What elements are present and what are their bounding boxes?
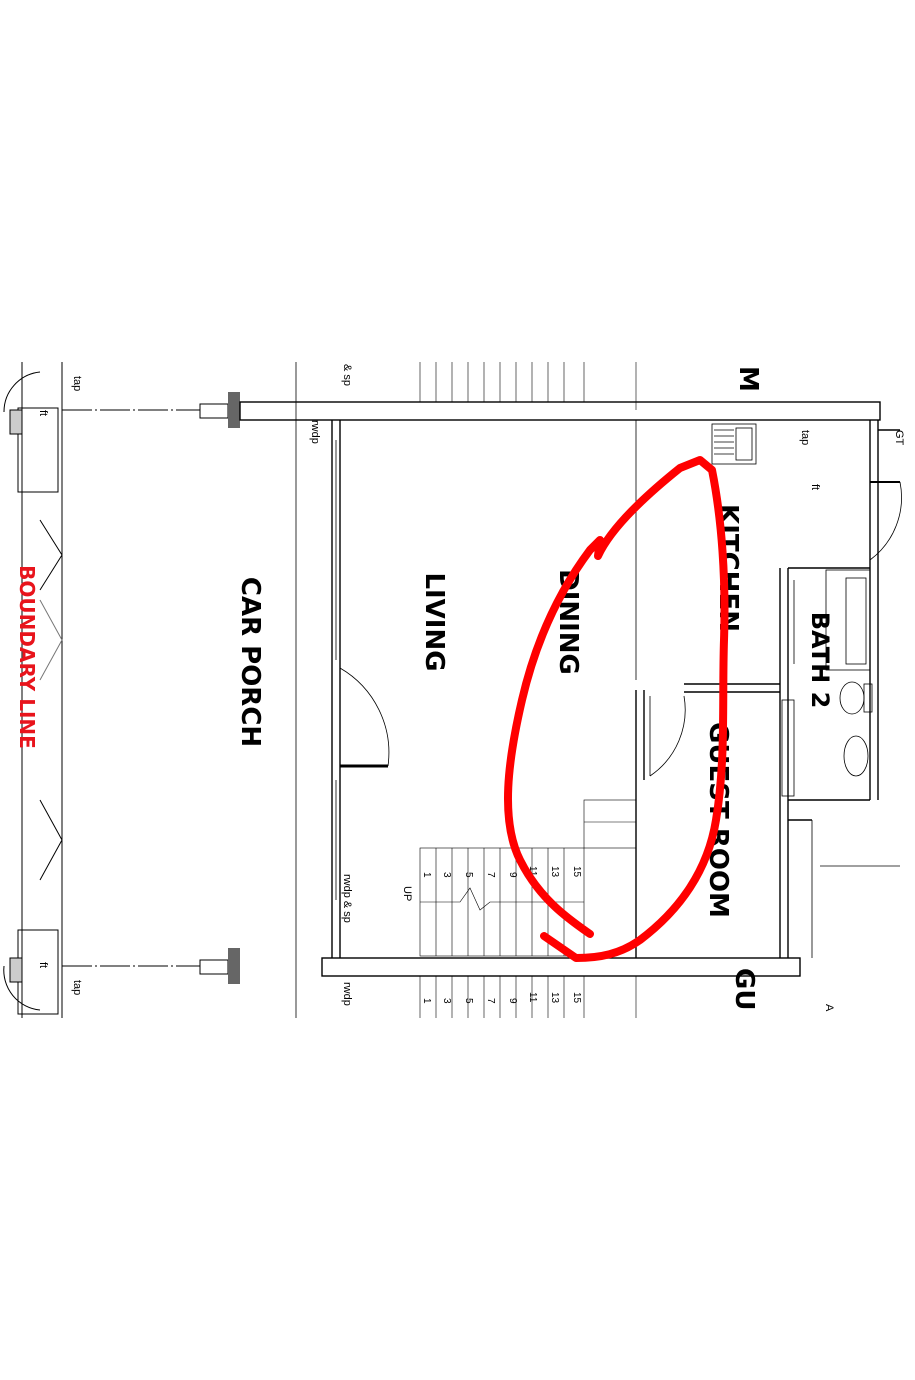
step-number: 13 [549,866,560,878]
ft-label: ft [37,410,49,416]
room-label-living: LIVING [419,572,449,671]
step-number: 9 [507,872,518,878]
step-number: 3 [441,872,452,878]
step-number: 15 [571,992,582,1004]
step-number: 1 [421,872,432,878]
gate-post-bottom [199,948,240,984]
stair-numbers-lower: 1 3 5 7 9 11 13 15 [421,992,582,1004]
step-number: 3 [441,998,452,1004]
kitchen-sink [711,423,757,465]
step-number: 9 [507,998,518,1004]
edge-label: A [823,1004,835,1012]
tap-label: tap [799,430,811,445]
step-number: 7 [485,872,496,878]
ft-label: ft [809,484,821,490]
room-label-partial-bottom: GU [729,968,759,1010]
gate-pillar-bottom [3,929,200,1015]
room-label-partial-top: M [733,366,763,392]
rwdp-label: rwdp [309,420,321,444]
step-number: 7 [485,998,496,1004]
gate-pillar-top [3,371,200,493]
tap-label: tap [71,980,83,995]
boundary-strip [21,362,63,1018]
stair-upper-neighbour [419,362,637,410]
bath-fixtures [781,569,873,797]
step-number: 5 [463,872,474,878]
gt-label: GT [893,430,905,446]
sp-label: & sp [341,364,353,386]
step-number: 11 [527,866,538,877]
step-number: 5 [463,998,474,1004]
step-number: 15 [571,866,582,878]
entrance-door [339,667,390,768]
boundary-line-label: BOUNDARY LINE [15,565,39,749]
up-label: UP [401,886,413,901]
step-number: 11 [527,992,538,1003]
step-number: 13 [549,992,560,1004]
back-door [869,481,902,561]
rwdp-sp-label: rwdp & sp [341,874,353,923]
room-label-car-porch: CAR PORCH [235,577,265,747]
rwdp-label: rwdp [341,982,353,1006]
stair-lower [419,976,637,1018]
step-number: 1 [421,998,432,1004]
tap-label: tap [71,376,83,391]
room-label-bath-2: BATH 2 [806,612,834,709]
gate-post-top [199,392,240,428]
stair-numbers-upper: 1 3 5 7 9 11 13 15 [421,866,582,878]
drawing-sheet [0,362,915,1018]
guest-door [649,695,686,777]
red-annotation-loop [504,456,729,962]
ft-label: ft [37,962,49,968]
